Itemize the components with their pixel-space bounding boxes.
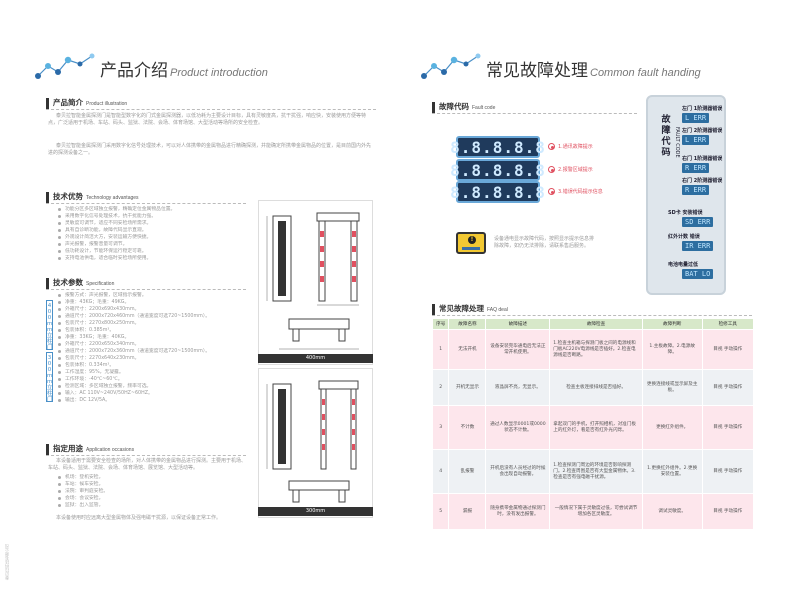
list-item: 低功耗设计，节能环保运行稳定可靠。 — [58, 248, 175, 255]
list-item: 车站：候车安检。 — [58, 481, 108, 488]
intro-paragraph-2: 泰贝拉智能金属探测门采用数字化信号处理技术，可以对人体携带的金属物品进行精确探测… — [48, 143, 372, 157]
list-item: 净重：33KG；毛重：40KG。 — [58, 334, 210, 341]
fault-label-1: 1.通讯故障提示 — [548, 143, 593, 150]
list-item: 净重：43KG；毛重：49KG。 — [58, 299, 210, 306]
list-item: 声光报警，报警音量可调节。 — [58, 241, 175, 248]
fault-code-panel: 故障代码 FAULT CODE 左门 1阶测器错误 L ERR 左门 2阶测器错… — [646, 95, 726, 295]
panel-title: 故障代码 — [661, 115, 671, 158]
panel-title-en: FAULT CODE — [674, 127, 680, 158]
list-item: 包装体积：0.385m³。 — [58, 327, 210, 334]
list-item: 灵敏度可调节，适应不同安检场所需求。 — [58, 220, 175, 227]
list-item: 包装体积：0.334m³。 — [58, 362, 210, 369]
list-item: 外箱尺寸：2200x650x340mm。 — [58, 341, 210, 348]
spec-tag-400: 400mm立柱门 — [46, 300, 53, 351]
list-item: 检测区域：多区域独立报警，频率可选。 — [58, 383, 210, 390]
drawing-400mm — [258, 200, 373, 365]
list-item: 机场：登机安检。 — [58, 474, 108, 481]
list-item: 包装尺寸：2270x800x250mm。 — [58, 320, 210, 327]
side-company-text: 泰贝拉科技有限公司 — [4, 544, 9, 580]
list-item: 工作湿度：95%，无凝露。 — [58, 369, 210, 376]
list-item: 输入：AC 110V~240V/50HZ~60HZ。 — [58, 390, 210, 397]
list-item: 法院：审判庭安检。 — [58, 488, 108, 495]
fault-label-3: 3.错误代码提示信息 — [548, 188, 603, 195]
list-item: 外箱尺寸：2200x690x430mm。 — [58, 306, 210, 313]
molecule-logo-icon — [421, 53, 481, 79]
list-item: 会场：会议安检。 — [58, 495, 108, 502]
spec-tag-300: 300mm立柱门 — [46, 352, 53, 403]
warning-device-icon: ! — [456, 232, 486, 254]
fault-display-3: 8.8.8.8.8 — [450, 181, 546, 203]
list-item: 报警方式：声光报警，区域指示报警。 — [58, 292, 210, 299]
warning-text: 设备通电显示故障代码，按照显示提示信息排除故障，如仍无法排除，请联系售后服务。 — [494, 236, 595, 250]
fault-label-2: 2.报警区域提示 — [548, 166, 593, 173]
application-footer: 本设备使用时应远离大型金属物体及强电磁干扰源，以保证设备正常工作。 — [56, 515, 222, 521]
application-list: 机场：登机安检。 车站：候车安检。 法院：审判庭安检。 会场：会议安检。 监狱：… — [58, 474, 108, 509]
list-item: 支持电池供电，适合临时安检场所使用。 — [58, 255, 175, 262]
molecule-logo-icon — [35, 53, 95, 79]
list-item: 采用数字化信号处理技术，抗干扰能力强。 — [58, 213, 175, 220]
fault-display-2: 8.8.8.8.8 — [450, 159, 546, 181]
spec-list: 报警方式：声光报警，区域指示报警。 净重：43KG；毛重：49KG。 外箱尺寸：… — [58, 292, 210, 404]
tech-list: 功能分区多区域独立报警，精确定位金属物品位置。 采用数字化信号处理技术，抗干扰能… — [58, 206, 175, 262]
fault-display-1: 8.8.8.8.8 — [450, 136, 546, 158]
list-item: 通道尺寸：2000x720x360mm（通道宽度可选720~1500mm）。 — [58, 348, 210, 355]
application-paragraph: 本设备适用于需要安全检查的场所，对人体携带的金属物品进行探测。主要用于机场、车站… — [48, 458, 247, 472]
list-item: 输出：DC 12V/5A。 — [58, 397, 210, 404]
dimension-label-300: 300mm — [258, 507, 373, 516]
list-item: 功能分区多区域独立报警，精确定位金属物品位置。 — [58, 206, 175, 213]
list-item: 具有自诊断功能，故障代码显示直观。 — [58, 227, 175, 234]
list-item: 包装尺寸：2270x640x230mm。 — [58, 355, 210, 362]
list-item: 监狱：出入监管。 — [58, 502, 108, 509]
list-item: 通道尺寸：2000x720x460mm（通道宽度可选720~1500mm）。 — [58, 313, 210, 320]
list-item: 工作环境：-40℃~60℃。 — [58, 376, 210, 383]
intro-paragraph-1: 泰贝拉智能金属探测门是智能型数字化的门式金属探测器，以低功耗为主要设计目标，具有… — [48, 113, 367, 127]
table-header-row: 序号 故障名称 故障描述 故障检查 故障判断 检修工具 — [431, 318, 755, 330]
list-item: 外观设计简洁大方，安装运输方便快捷。 — [58, 234, 175, 241]
drawing-300mm — [258, 368, 373, 518]
dimension-label-400: 400mm — [258, 354, 373, 363]
